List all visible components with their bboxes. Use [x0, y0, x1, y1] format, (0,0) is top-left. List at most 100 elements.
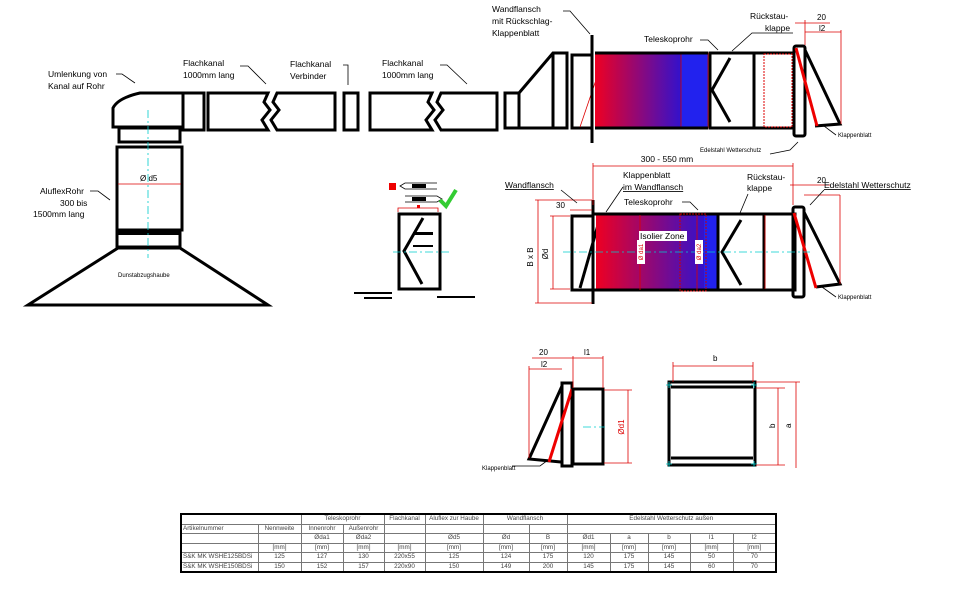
table-cell	[257, 533, 302, 544]
table-cell: b	[647, 533, 691, 544]
table-cell: 145	[647, 552, 691, 563]
table-cell: 150	[424, 561, 484, 573]
rueckstau-label-top-1: Rückstau-	[750, 11, 788, 21]
table-cell: [mm]	[342, 542, 385, 553]
teleskoprohr-label-middle: Teleskoprohr	[624, 197, 673, 207]
table-cell: 70	[732, 561, 777, 573]
table-cell: 125	[424, 552, 484, 563]
d5-label: Ø d5	[140, 174, 158, 183]
flat-duct-row	[181, 51, 569, 132]
table-cell: l1	[689, 533, 734, 544]
table-cell: 220x90	[383, 561, 426, 573]
flachkanal2-label-1: Flachkanal	[382, 58, 423, 68]
table-cell: [mm]	[424, 542, 484, 553]
hood-label: Dunstabzugshaube	[118, 273, 170, 279]
verbinder-label-2: Verbinder	[290, 71, 327, 81]
klappenblatt-label-middle: Klappenblatt	[838, 295, 872, 301]
cooker-hood	[22, 246, 274, 307]
group-teleskoprohr: Teleskoprohr	[300, 513, 385, 525]
table-cell: 125	[257, 552, 302, 563]
table-cell	[180, 533, 259, 544]
table-cell: 130	[342, 552, 385, 563]
umlenkung-label-1: Umlenkung von	[48, 69, 107, 79]
table-cell: 60	[689, 561, 734, 573]
table-cell	[383, 533, 426, 544]
table-cell: [mm]	[482, 542, 530, 553]
table-cell: 149	[482, 561, 530, 573]
klappenblatt-label-bottom: Klappenblatt	[482, 466, 516, 472]
edelstahl-label-small: Edelstahl Wetterschutz	[700, 148, 761, 154]
teleskoprohr-label-top: Teleskoprohr	[644, 34, 693, 44]
dim-l2-bottom: l2	[541, 360, 548, 369]
wandflansch-label: Wandflansch	[505, 180, 554, 190]
table-cell: l2	[732, 533, 777, 544]
dim-l1-bottom: l1	[584, 348, 591, 357]
table-cell: Ød	[482, 533, 530, 544]
rueckstau-label-middle-1: Rückstau-	[747, 172, 785, 182]
wall-assembly-top	[570, 20, 843, 143]
flachkanal2-label-2: 1000mm lang	[382, 70, 434, 80]
aluflex-label-2: 300 bis	[60, 198, 87, 208]
table-cell: Øda2	[342, 533, 385, 544]
dim-30: 30	[556, 201, 565, 210]
check-icon	[438, 188, 458, 210]
table-cell: 220x55	[383, 552, 426, 563]
flachkanal1-label-1: Flachkanal	[183, 58, 224, 68]
table-cell: [mm]	[383, 542, 426, 553]
table-cell: 175	[609, 552, 649, 563]
table-unit-row: [mm][mm][mm][mm][mm][mm][mm][mm][mm][mm]…	[180, 542, 777, 553]
table-header-row: Artikelnummer Nennweite Innenrohr Außenr…	[180, 523, 777, 534]
table-cell: 127	[300, 552, 344, 563]
table-cell: [mm]	[689, 542, 734, 553]
table-cell: 157	[342, 561, 385, 573]
wrong-direction-icon	[389, 183, 396, 190]
table-cell: [mm]	[257, 542, 302, 553]
group-flachkanal: Flachkanal	[383, 513, 426, 525]
bxb-label: B x B	[526, 247, 535, 266]
table-cell: [mm]	[609, 542, 649, 553]
table-cell: 70	[732, 552, 777, 563]
aluflex-label-1: AluflexRohr	[40, 186, 84, 196]
umlenkung-label-2: Kanal auf Rohr	[48, 81, 105, 91]
table-cell: 120	[566, 552, 611, 563]
wandflansch-top-label-3: Klappenblatt	[492, 28, 540, 38]
klappenblatt-wf-label-2: im Wandflansch	[623, 182, 683, 192]
da2-label: Ø da2	[697, 243, 703, 260]
table-cell: a	[609, 533, 649, 544]
dim-20-top: 20	[817, 13, 826, 22]
duct-connector	[342, 91, 360, 132]
table-cell: Øda1	[300, 533, 344, 544]
dim-b-top: b	[713, 354, 718, 363]
table-cell: 150	[257, 561, 302, 573]
aluflex-pipe	[115, 145, 184, 232]
table-cell: S&K MK WSHE150BDSi	[180, 561, 259, 573]
klappenblatt-wf-label-1: Klappenblatt	[623, 170, 671, 180]
table-cell: [mm]	[647, 542, 691, 553]
dim-20-middle: 20	[817, 176, 826, 185]
table-cell: 175	[528, 552, 568, 563]
table-cell: 124	[482, 552, 530, 563]
table-cell: B	[528, 533, 568, 544]
dim-b-side: b	[768, 423, 777, 428]
table-cell: [mm]	[566, 542, 611, 553]
table-cell	[180, 542, 259, 553]
table-cell: Ød5	[424, 533, 484, 544]
wandflansch-top-label-2: mit Rückschlag-	[492, 16, 553, 26]
isolier-zone-label: Isolier Zone	[640, 231, 685, 241]
group-wandflansch: Wandflansch	[482, 513, 568, 525]
table-cell: [mm]	[732, 542, 777, 553]
header-innenrohr: Innenrohr	[300, 523, 344, 534]
od-label: Ød	[541, 249, 550, 260]
table-cell: [mm]	[300, 542, 344, 553]
dimensions-table: Teleskoprohr Flachkanal Aluflex zur Haub…	[180, 513, 777, 573]
table-cell: 175	[609, 561, 649, 573]
rueckstau-label-middle-2: klappe	[747, 183, 772, 193]
weather-cap-side-view	[526, 356, 632, 468]
table-cell: Ød1	[566, 533, 611, 544]
wandflansch-top-label-1: Wandflansch	[492, 4, 541, 14]
table-cell: S&K MK WSHE125BDSi	[180, 552, 259, 563]
edelstahl-label: Edelstahl Wetterschutz	[824, 180, 911, 190]
